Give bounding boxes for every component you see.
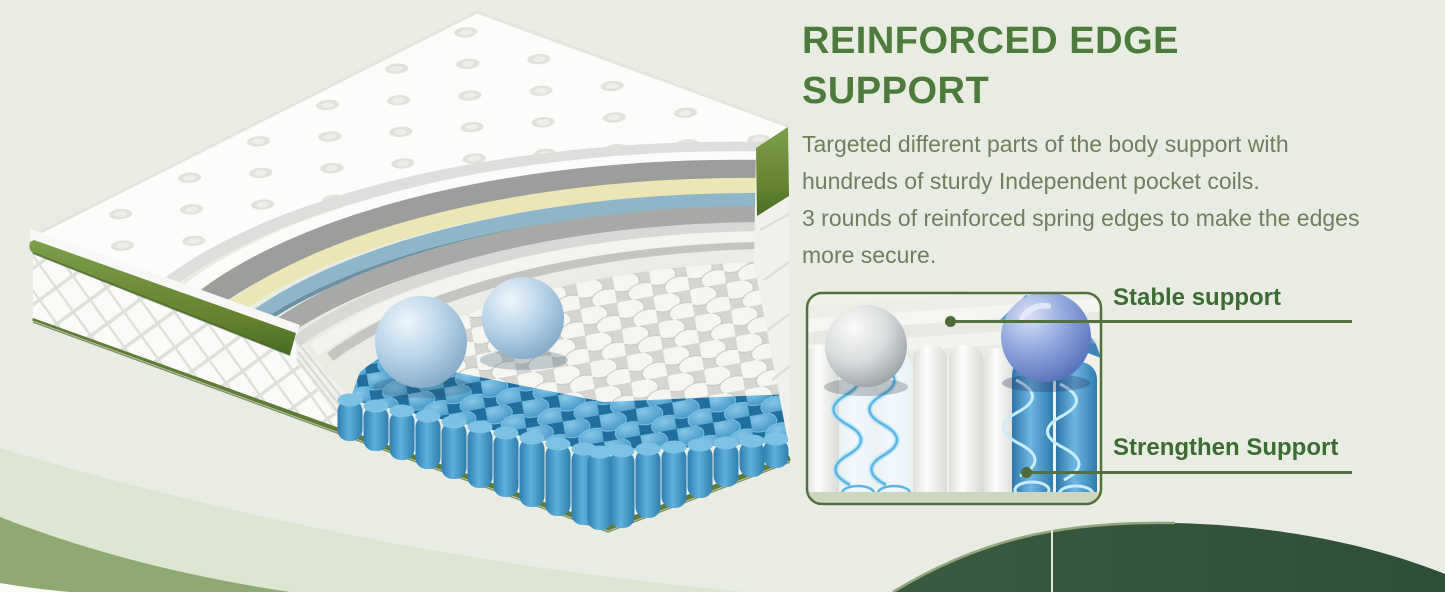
ball-shadow <box>480 350 568 370</box>
mattress-green-band <box>29 240 297 355</box>
callout-line-stable <box>950 320 1352 323</box>
light-transition-layer <box>292 222 761 347</box>
foam-layer-arcs <box>164 141 773 369</box>
hero-paragraph-1: Targeted different parts of the body sup… <box>802 131 1289 195</box>
decor-swoosh-dark <box>893 522 1445 592</box>
decor-band-sage <box>0 517 290 592</box>
decor-swoosh-highlight <box>892 521 1176 592</box>
mattress-green-band-shadow <box>32 252 291 356</box>
quilt-rim-layer <box>164 141 773 288</box>
callout-label-strengthen: Strengthen Support <box>1113 434 1339 461</box>
mattress-right-green-strip <box>756 127 789 216</box>
white-transition-layer <box>309 231 759 356</box>
hero-copy: REINFORCED EDGE SUPPORT Targeted differe… <box>802 16 1362 274</box>
gray-support-foam-layer <box>269 205 763 341</box>
mattress-side-face <box>33 247 345 430</box>
mattress-cutaway-illustration <box>29 10 791 533</box>
callout-line-strengthen <box>1026 471 1352 474</box>
callout-dot-stable <box>945 316 956 327</box>
inset-ball-shadow <box>1002 374 1090 392</box>
callout-dot-strengthen <box>1021 467 1032 478</box>
inset-frame <box>805 291 1103 506</box>
mattress-right-face <box>754 127 791 448</box>
cream-wave-foam-layer <box>223 177 767 319</box>
blue-gel-foam-layer <box>246 192 765 330</box>
comfort-balls <box>373 277 568 398</box>
page-title: REINFORCED EDGE SUPPORT <box>802 20 1179 113</box>
decor-bottom-left-swoosh <box>0 448 745 592</box>
mattress-top-quilt <box>33 12 788 283</box>
gray-memory-foam-layer <box>197 159 769 312</box>
comfort-ball-left <box>375 296 467 388</box>
inset-floor-strip <box>807 492 1101 504</box>
white-foam-layer <box>181 151 771 298</box>
decor-band-white <box>0 583 70 592</box>
comfort-ball-right <box>482 277 564 359</box>
inset-silver-ball <box>825 305 907 387</box>
decor-bottom-right-swoosh <box>892 521 1445 592</box>
gray-thin-layer <box>327 242 758 362</box>
blue-coil-fringe <box>337 393 789 530</box>
callout-label-stable: Stable support <box>1113 284 1282 311</box>
decor-band-light <box>0 448 745 592</box>
hero-paragraph-2: 3 rounds of reinforced spring edges to m… <box>802 205 1360 269</box>
inset-blue-ball-highlight <box>1019 302 1051 321</box>
mattress-top-edge-shade <box>32 10 789 238</box>
